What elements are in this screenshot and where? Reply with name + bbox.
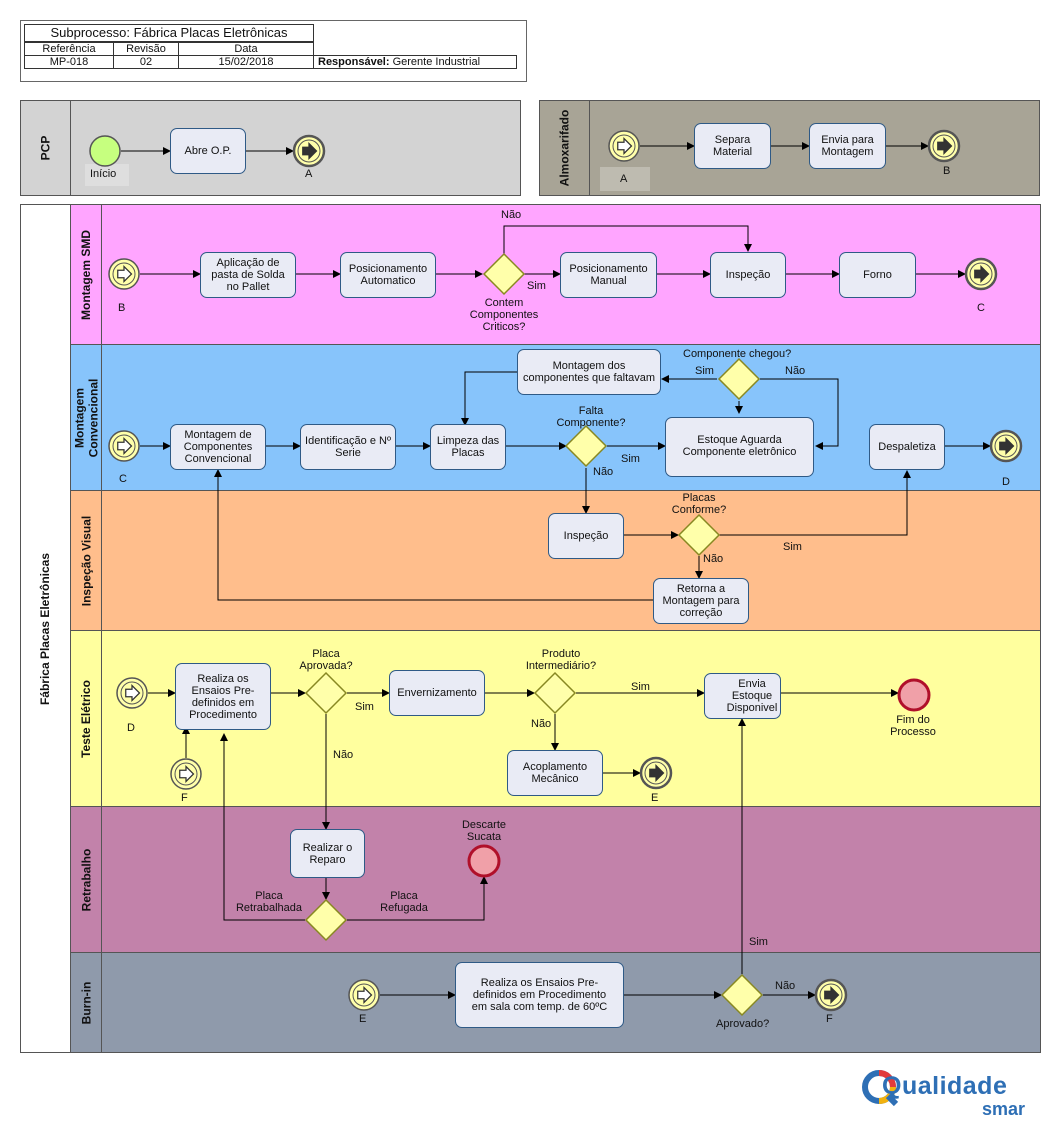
label-gateway-chegou: Componente chegou? (683, 348, 792, 360)
label-smd-b: B (118, 302, 126, 314)
task-posicionamento-manual[interactable]: Posicionamento Manual (560, 252, 657, 298)
logo-sub: smar (982, 1099, 1026, 1119)
header-rev: 02 (113, 55, 179, 69)
task-ensaios-60c[interactable]: Realiza os Ensaios Pre-definidos em Proc… (455, 962, 624, 1028)
lane-insp-label: Inspeção Visual (71, 491, 102, 630)
header-col-date: Data (178, 42, 314, 56)
label-fim: Fim do Processo (890, 714, 936, 738)
label-flow-sim-falta: Sim (621, 453, 640, 465)
task-realizar-reparo[interactable]: Realizar o Reparo (290, 829, 365, 878)
label-gateway-falta: Falta Componente? (556, 405, 626, 429)
label-pcp-a: A (305, 168, 313, 180)
header-resp-label: Responsável: (318, 56, 390, 68)
label-flow-nao-aprovada: Não (333, 749, 354, 761)
task-retorna-montagem[interactable]: Retorna a Montagem para correção (653, 578, 749, 624)
label-conv-c: C (119, 473, 127, 485)
label-gateway-conforme: Placas Conforme? (671, 492, 727, 516)
task-identificacao[interactable]: Identificação e Nº Serie (300, 424, 396, 470)
label-burn-e: E (359, 1013, 367, 1025)
task-envernizamento[interactable]: Envernizamento (389, 670, 485, 716)
label-almox-a: A (620, 173, 628, 185)
logo-name: Qualidade (882, 1072, 1008, 1100)
header-date: 15/02/2018 (178, 55, 314, 69)
task-estoque-aguarda[interactable]: Estoque Aguarda Componente eletrônico (665, 417, 814, 477)
label-flow-nao-falta: Não (593, 466, 614, 478)
label-flow-sim-conforme: Sim (783, 541, 802, 553)
task-envia-montagem[interactable]: Envia para Montagem (809, 123, 886, 169)
label-teste-d: D (127, 722, 135, 734)
pool-pcp-label: PCP (21, 101, 71, 195)
task-montagem-convencional[interactable]: Montagem de Componentes Convencional (170, 424, 266, 470)
label-flow-nao-intermediario: Não (531, 718, 552, 730)
end-event-icon (897, 678, 931, 712)
task-envia-estoque[interactable]: Envia Estoque Disponivel (704, 673, 781, 719)
header-ref: MP-018 (24, 55, 114, 69)
header-table: Subprocesso: Fábrica Placas Eletrônicas … (20, 20, 527, 82)
lane-retrabalho: Retrabalho (71, 806, 1040, 952)
label-flow-retrabalhada: Placa Retrabalhada (235, 890, 303, 914)
logo-circle-icon (862, 1070, 899, 1107)
link-catch-icons (108, 130, 640, 1011)
label-flow-sim-chegou: Sim (695, 365, 714, 377)
sucata-end-event-icon (467, 844, 501, 878)
label-descarte: Descarte Sucata (461, 819, 507, 843)
header-responsible: Responsável: Gerente Industrial (313, 55, 517, 69)
label-flow-sim-intermediario: Sim (631, 681, 650, 693)
header-title: Subprocesso: Fábrica Placas Eletrônicas (24, 24, 314, 42)
pool-almox-label: Almoxarifado (540, 101, 590, 195)
label-flow-sim-aprovada: Sim (355, 701, 374, 713)
pool-factory-label: Fábrica Placas Eletrônicas (21, 205, 71, 1052)
task-inspecao-smd[interactable]: Inspeção (710, 252, 786, 298)
task-montagem-faltavam[interactable]: Montagem dos componentes que faltavam (517, 349, 661, 395)
task-abre-op[interactable]: Abre O.P. (170, 128, 246, 174)
task-forno[interactable]: Forno (839, 252, 916, 298)
task-separa-material[interactable]: Separa Material (694, 123, 771, 169)
label-burn-f: F (826, 1013, 833, 1025)
task-pasta-solda[interactable]: Aplicação de pasta de Solda no Pallet (200, 252, 296, 298)
qualidade-smar-logo: Qualidade smar (862, 1068, 1042, 1123)
start-event-icon (89, 135, 121, 167)
label-teste-e: E (651, 792, 659, 804)
header-resp-value: Gerente Industrial (392, 56, 481, 68)
label-gateway-criticos: Contem Componentes Criticos? (469, 297, 539, 333)
label-gateway-aprovada: Placa Aprovada? (299, 648, 353, 672)
lane-retra-label: Retrabalho (71, 807, 102, 952)
label-flow-nao-smd: Não (501, 209, 522, 221)
label-gateway-aprovado: Aprovado? (716, 1018, 770, 1030)
label-teste-f: F (181, 792, 188, 804)
task-realiza-ensaios[interactable]: Realiza os Ensaios Pre-definidos em Proc… (175, 663, 271, 730)
label-almox-b: B (943, 165, 951, 177)
task-acoplamento[interactable]: Acoplamento Mecânico (507, 750, 603, 796)
gateway-icons (304, 252, 764, 1017)
task-despaletiza[interactable]: Despaletiza (869, 424, 945, 470)
label-flow-refugada: Placa Refugada (380, 890, 428, 914)
task-posicionamento-automatico[interactable]: Posicionamento Automatico (340, 252, 436, 298)
task-inspecao-visual[interactable]: Inspeção (548, 513, 624, 559)
label-gateway-intermediario: Produto Intermediário? (525, 648, 597, 672)
link-event-icons (292, 129, 1023, 1012)
label-smd-c: C (977, 302, 985, 314)
lane-smd-label: Montagem SMD (71, 205, 102, 344)
lane-burn-label: Burn-in (71, 953, 102, 1052)
label-conv-d: D (1002, 476, 1010, 488)
lane-teste-label: Teste Elétrico (71, 631, 102, 806)
label-flow-nao-chegou: Não (785, 365, 806, 377)
label-flow-sim-smd: Sim (527, 280, 546, 292)
task-limpeza[interactable]: Limpeza das Placas (430, 424, 506, 470)
label-flow-sim-aprovado: Sim (749, 936, 768, 948)
label-inicio: Início (90, 168, 117, 180)
lane-conv-label: Montagem Convencional (71, 345, 102, 490)
label-flow-nao-conforme: Não (703, 553, 724, 565)
label-flow-nao-aprovado: Não (775, 980, 796, 992)
